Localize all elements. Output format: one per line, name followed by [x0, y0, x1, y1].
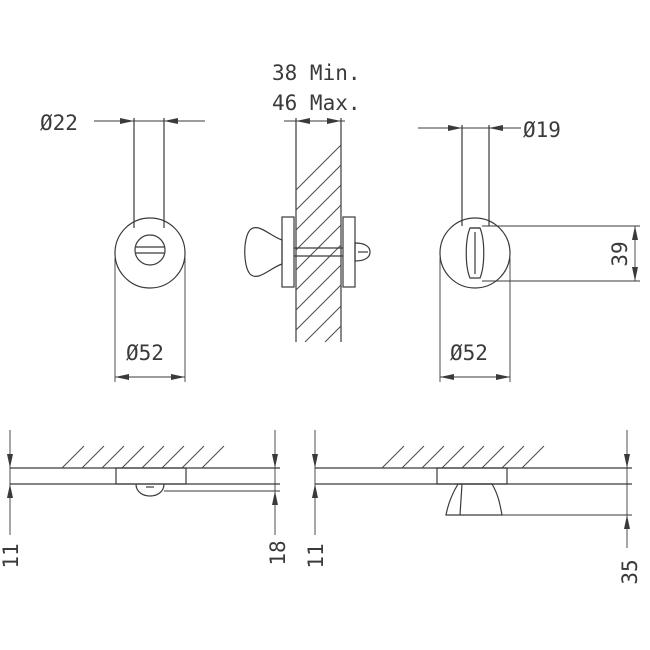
dim-plan-left-total: 18: [266, 540, 290, 565]
dim-rosette-diameter-right: Ø52: [450, 341, 488, 365]
dim-rod-diameter-left: Ø22: [40, 111, 78, 135]
dim-plan-right-rosette: 11: [304, 543, 328, 568]
plan-view-right: [312, 430, 632, 548]
front-view-right: [418, 125, 640, 382]
dim-plan-right-total: 35: [618, 559, 642, 584]
dim-rosette-diameter-left: Ø52: [126, 341, 164, 365]
plan-view-left: [7, 430, 280, 535]
front-view-left: [94, 118, 205, 382]
dim-rod-diameter-right: Ø19: [523, 118, 561, 142]
dim-knob-height: 39: [608, 241, 632, 266]
side-section-center: [244, 118, 371, 343]
dim-wall-min: 38 Min.: [272, 61, 361, 85]
dim-plan-left-rosette: 11: [0, 543, 23, 568]
dim-wall-max: 46 Max.: [272, 91, 361, 115]
